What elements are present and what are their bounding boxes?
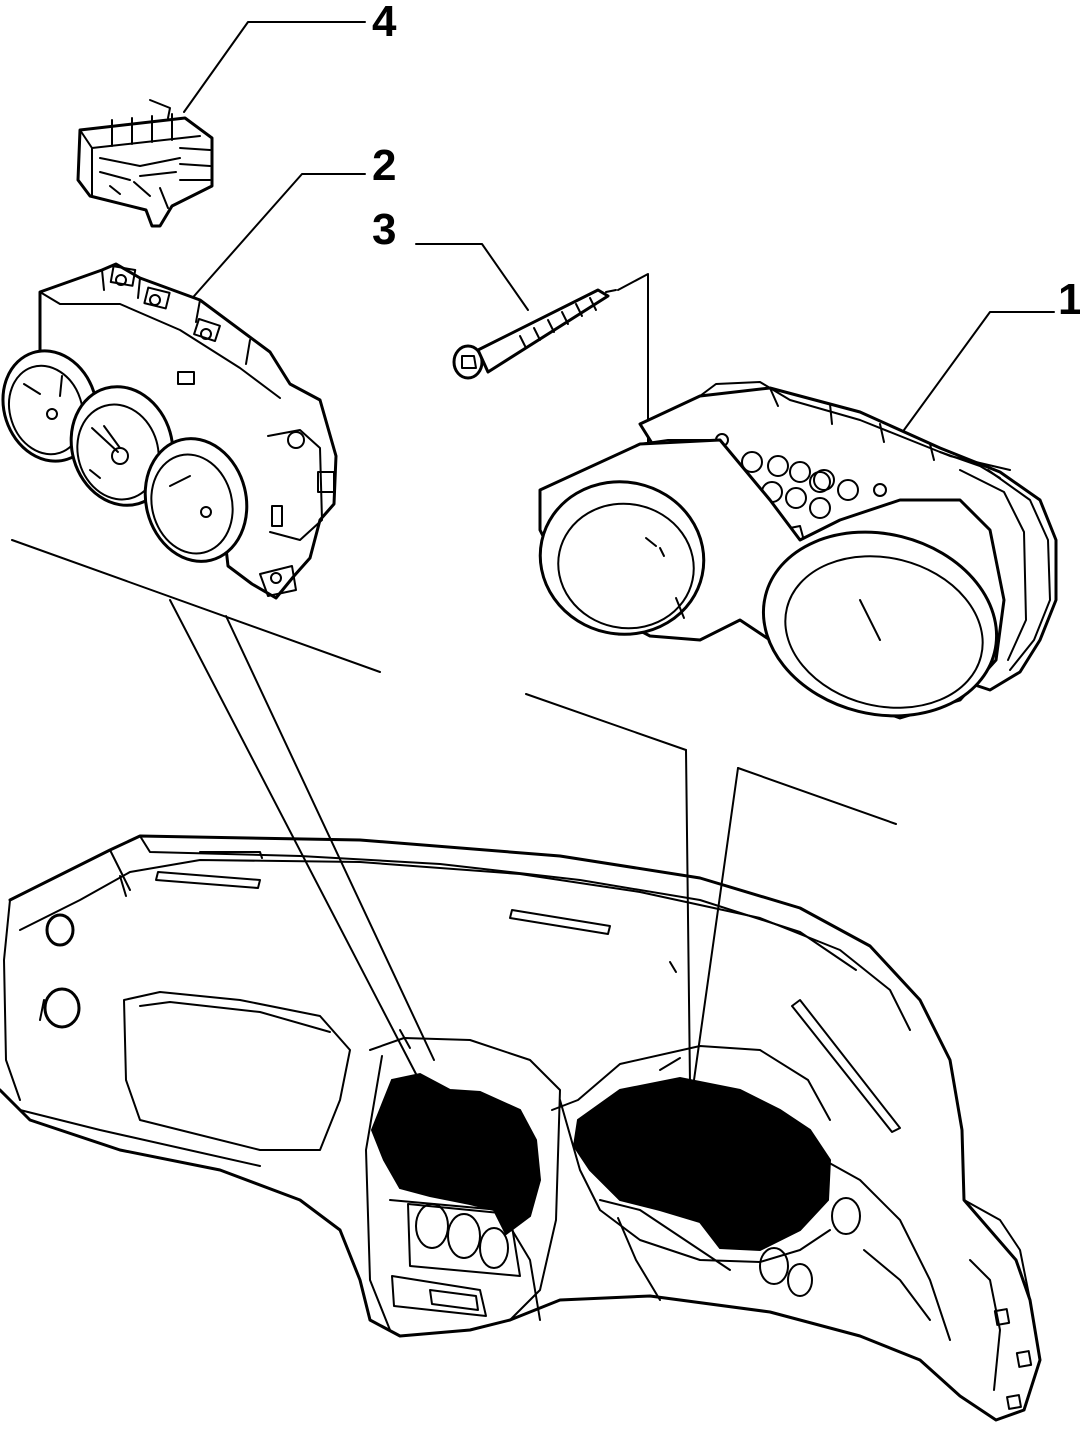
callout-4[interactable]: 4 xyxy=(183,0,397,113)
assembly-guide-lines xyxy=(11,539,897,1085)
cluster-gauge-right xyxy=(761,530,999,718)
part-4-connector[interactable] xyxy=(76,99,214,228)
part-3-screw[interactable] xyxy=(452,288,617,380)
dashboard[interactable] xyxy=(0,834,1042,1422)
callout-3[interactable]: 3 xyxy=(372,205,529,311)
part-2-auxiliary-gauges[interactable] xyxy=(0,262,338,600)
aux-gauges-mounting-recess xyxy=(370,1072,542,1236)
callout-3-leader xyxy=(415,243,529,311)
callout-4-label: 4 xyxy=(372,0,397,46)
cluster-mounting-recess xyxy=(572,1076,832,1252)
callout-1-leader xyxy=(903,311,1055,431)
callout-1[interactable]: 1 xyxy=(903,275,1080,431)
callout-3-label: 3 xyxy=(372,205,396,254)
aux-gauge-right xyxy=(143,437,249,563)
part-1-instrument-cluster[interactable] xyxy=(526,381,1058,740)
console-vents xyxy=(407,1203,521,1277)
callout-4-leader xyxy=(183,21,366,113)
cluster-gauge-left xyxy=(538,480,706,636)
callout-1-label: 1 xyxy=(1058,275,1080,324)
callout-2-label: 2 xyxy=(372,141,396,190)
callout-2[interactable]: 2 xyxy=(179,141,396,313)
callout-2-leader xyxy=(179,173,366,313)
